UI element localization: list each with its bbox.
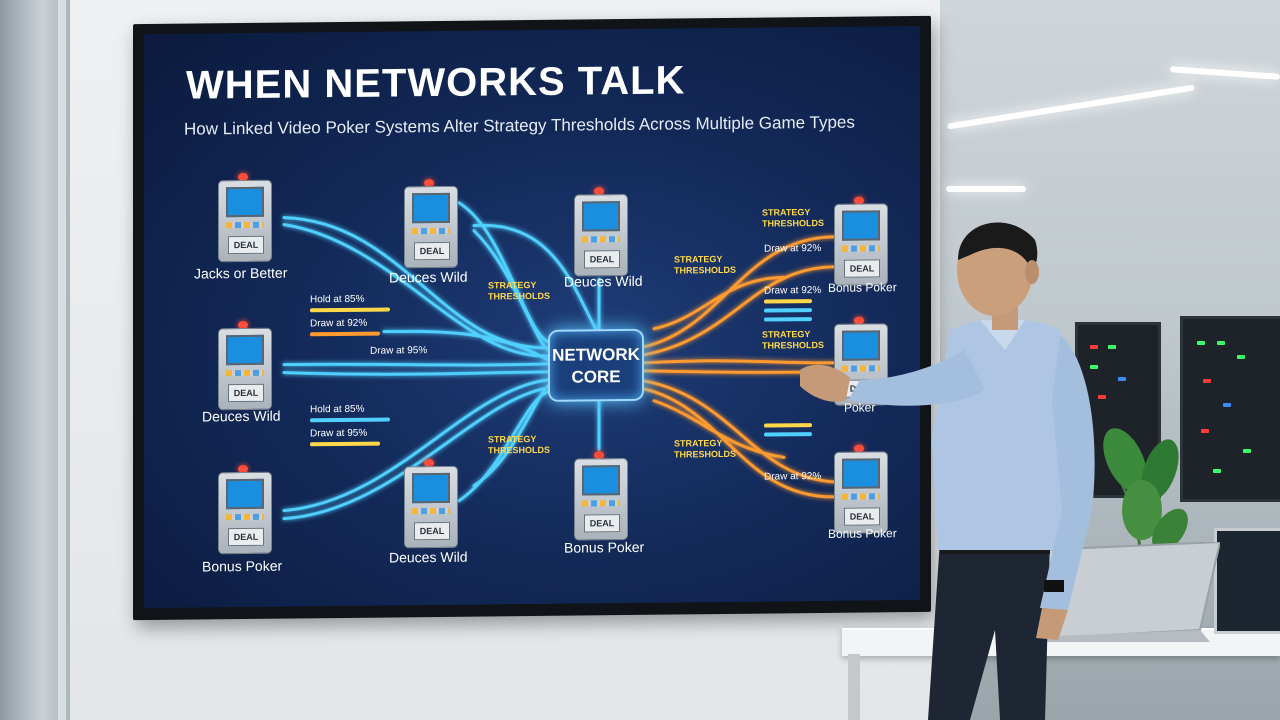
threshold-note: Draw at 95% bbox=[310, 427, 368, 440]
slot-machine-icon: DEAL bbox=[404, 459, 458, 549]
slot-machine-icon: DEAL bbox=[574, 451, 628, 541]
slot-machine-icon: DEAL bbox=[404, 179, 458, 269]
machine-label: Deuces Wild bbox=[389, 548, 468, 566]
laptop bbox=[1010, 542, 1220, 642]
machine-label: Deuces Wild bbox=[389, 268, 468, 286]
slot-machine-icon: DEAL bbox=[218, 464, 272, 555]
wall-display-screen: WHEN NETWORKS TALK How Linked Video Poke… bbox=[144, 25, 920, 609]
slot-machine-icon: DEAL bbox=[218, 172, 272, 263]
network-core-node: NETWORK CORE bbox=[548, 328, 644, 402]
threshold-note: Hold at 85% bbox=[310, 403, 365, 416]
threshold-note: Draw at 92% bbox=[310, 317, 368, 330]
machine-label: Bonus Poker bbox=[564, 538, 645, 556]
network-lines bbox=[282, 201, 836, 521]
deal-label: DEAL bbox=[228, 383, 264, 403]
deal-label: DEAL bbox=[228, 235, 264, 255]
desk-leg bbox=[848, 654, 860, 720]
threshold-bar bbox=[310, 331, 380, 337]
machine-label: Deuces Wild bbox=[564, 272, 643, 290]
display-title: WHEN NETWORKS TALK bbox=[186, 58, 686, 108]
core-label-line1: NETWORK bbox=[552, 344, 640, 365]
slot-machine-icon: DEAL bbox=[218, 320, 272, 411]
deal-label: DEAL bbox=[414, 521, 450, 541]
machine-label: Bonus Poker bbox=[202, 557, 283, 575]
threshold-bar bbox=[310, 441, 380, 447]
glass-partition bbox=[0, 0, 70, 720]
potted-plant bbox=[1103, 428, 1188, 591]
deal-label: DEAL bbox=[414, 241, 450, 261]
core-label-line2: CORE bbox=[571, 367, 621, 387]
deal-label: DEAL bbox=[584, 250, 620, 269]
deal-label: DEAL bbox=[584, 514, 620, 533]
threshold-bar bbox=[310, 307, 390, 313]
machine-label: Jacks or Better bbox=[194, 264, 288, 282]
machine-label: Deuces Wild bbox=[202, 407, 281, 425]
secondary-monitor bbox=[1214, 528, 1280, 634]
threshold-bar bbox=[310, 417, 390, 423]
presenter-person bbox=[800, 222, 1095, 720]
slot-machine-icon: DEAL bbox=[574, 187, 628, 277]
threshold-note: Hold at 85% bbox=[310, 293, 365, 306]
server-rack bbox=[1180, 316, 1280, 502]
deal-label: DEAL bbox=[228, 527, 264, 547]
threshold-note: Draw at 95% bbox=[370, 345, 428, 357]
